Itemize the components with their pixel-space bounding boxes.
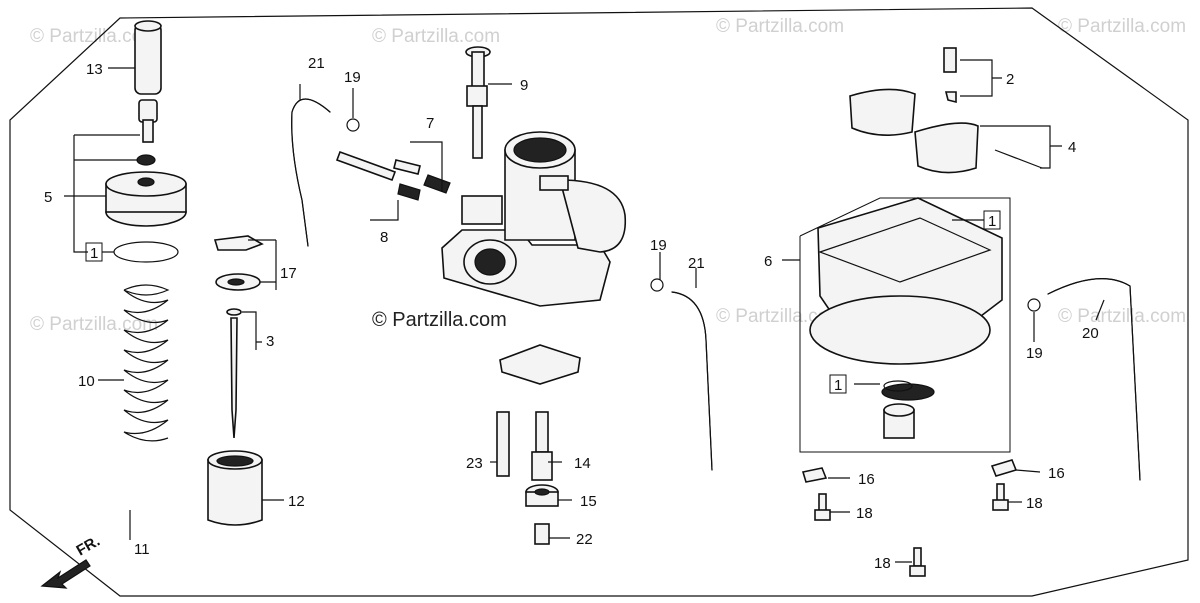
- part-19-clip: [346, 118, 360, 132]
- callout-18: 18: [874, 555, 891, 572]
- part-20-drain-tube: [1047, 278, 1141, 481]
- part-12-throttle-valve: [207, 450, 263, 526]
- assembly-outline: [9, 7, 1189, 597]
- watermark: © Partzilla.com: [1058, 16, 1186, 37]
- callout-3: 3: [266, 333, 274, 350]
- part-14-jet-holder: [531, 411, 553, 481]
- callout-box-1-bowl-gasket: [983, 210, 1001, 230]
- callout-labels: 13 5 1 10 11 17 3 12 21 19 7 8 9 19 21 2…: [44, 55, 1099, 572]
- part-23-needle-jet: [496, 411, 510, 477]
- callout-16: 16: [1048, 465, 1065, 482]
- part-7-8-pilot-screw-set: [335, 150, 451, 201]
- callout-15: 15: [580, 493, 597, 510]
- front-marker: FR.: [74, 533, 103, 560]
- watermark: © Partzilla.com: [30, 314, 158, 335]
- part-3-jet-needle: [226, 308, 242, 439]
- callout-box-1-left: [85, 242, 103, 262]
- callout-18: 18: [856, 505, 873, 522]
- callout-14: 14: [574, 455, 591, 472]
- callout-13: 13: [86, 61, 103, 78]
- part-19-clip-right: [1027, 298, 1041, 312]
- callout-20: 20: [1082, 325, 1099, 342]
- callout-9: 9: [520, 77, 528, 94]
- carburetor-body: [441, 131, 627, 307]
- watermark: © Partzilla.com: [372, 26, 500, 47]
- bowl-group-outline: [799, 197, 1011, 453]
- callout-21: 21: [688, 255, 705, 272]
- callout-1: 1: [90, 245, 98, 262]
- part-9-throttle-stop-screw: [465, 46, 491, 159]
- part-4-float: [849, 88, 1043, 174]
- part-22-slow-jet: [534, 523, 550, 545]
- watermark: © Partzilla.com: [716, 16, 844, 37]
- callout-6: 6: [764, 253, 772, 270]
- callout-16: 16: [858, 471, 875, 488]
- watermark: © Partzilla.com: [30, 26, 158, 47]
- part-19-clip-center: [650, 278, 664, 292]
- callout-7: 7: [426, 115, 434, 132]
- callout-21: 21: [308, 55, 325, 72]
- callout-11: 11: [134, 541, 150, 558]
- part-15-main-jet: [525, 484, 559, 507]
- callout-19: 19: [344, 69, 361, 86]
- part-10-throttle-spring: [123, 284, 170, 442]
- part-21-vent-tube: [291, 98, 331, 247]
- callout-23: 23: [466, 455, 483, 472]
- leader-lines: [64, 59, 1105, 563]
- part-16-clamp-plate-right: [990, 459, 1018, 477]
- part-18-screw-1: [814, 493, 831, 521]
- callout-4: 4: [1068, 139, 1076, 156]
- part-21-overflow-tube: [671, 291, 713, 471]
- callout-22: 22: [576, 531, 593, 548]
- callout-1: 1: [834, 377, 842, 394]
- part-16-clamp-plate-left: [801, 467, 828, 483]
- cable-bolt: [136, 99, 158, 166]
- part-13-cable-adjuster: [134, 20, 162, 95]
- callout-8: 8: [380, 229, 388, 246]
- watermark: © Partzilla.com: [1058, 306, 1186, 327]
- part-5-top-cap: [105, 171, 187, 227]
- partzilla-watermark: © Partzilla.com: [372, 309, 507, 331]
- part-needle-jet-holder: [499, 344, 581, 385]
- o-ring: [113, 241, 179, 263]
- part-6-float-chamber: [809, 197, 1003, 439]
- part-18-screw-2: [992, 483, 1009, 511]
- callout-18: 18: [1026, 495, 1043, 512]
- callout-1: 1: [988, 213, 996, 230]
- callout-2: 2: [1006, 71, 1014, 88]
- part-2-float-valve: [943, 47, 957, 104]
- part-18-screw-3: [909, 547, 926, 577]
- callout-17: 17: [280, 265, 297, 282]
- callout-19: 19: [650, 237, 667, 254]
- callout-box-1-drain-oring: [829, 374, 847, 394]
- callout-10: 10: [78, 373, 95, 390]
- callout-12: 12: [288, 493, 305, 510]
- callout-5: 5: [44, 189, 52, 206]
- part-17-needle-clip-plate: [213, 235, 264, 291]
- front-arrow-icon: [40, 559, 91, 589]
- callout-19: 19: [1026, 345, 1043, 362]
- watermarks: © Partzilla.com © Partzilla.com © Partzi…: [30, 16, 1186, 335]
